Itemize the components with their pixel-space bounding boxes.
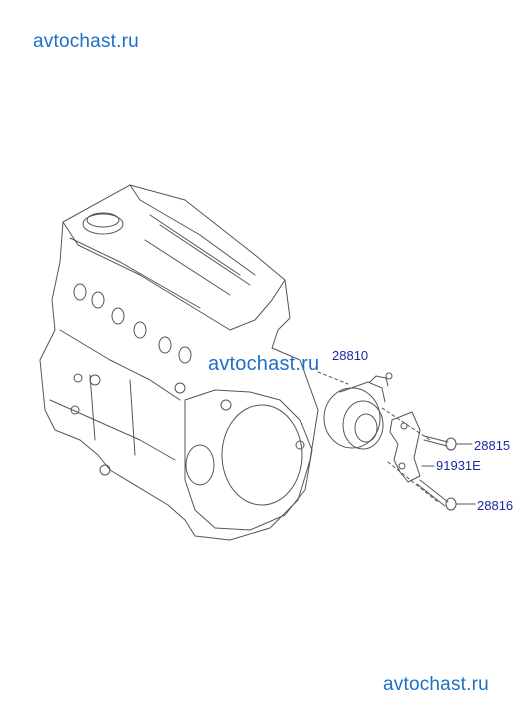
vacuum-pump: [323, 372, 393, 450]
watermark-top: avtochast.ru: [33, 31, 139, 52]
engine-block: [39, 184, 319, 541]
part-label-28816[interactable]: 28816: [477, 498, 514, 513]
part-label-28815[interactable]: 28815: [474, 438, 511, 453]
watermark-middle: avtochast.ru: [208, 353, 320, 375]
bolt-28816: [416, 479, 457, 511]
watermark-bottom: avtochast.ru: [383, 674, 489, 695]
bracket: [389, 411, 421, 483]
leader-lines: [317, 371, 439, 503]
part-label-91931e[interactable]: 91931E: [436, 458, 481, 473]
bolt-28815: [423, 435, 457, 451]
part-label-28810[interactable]: 28810: [332, 348, 369, 363]
